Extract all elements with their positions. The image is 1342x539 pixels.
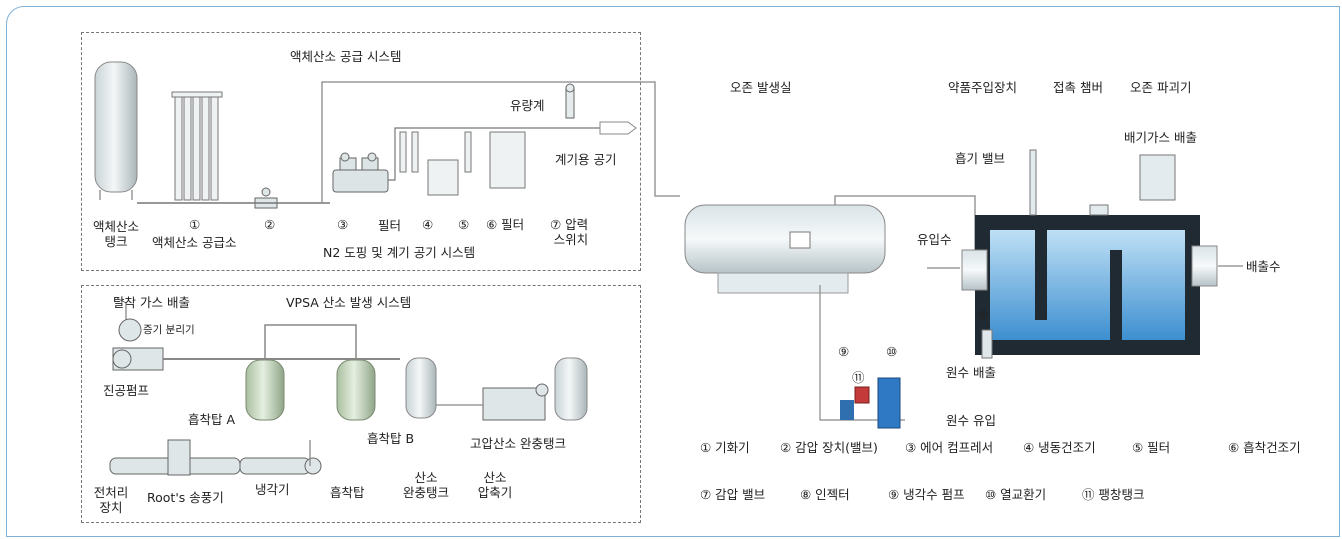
suction-valve-label: 흡기 밸브 [955,151,1005,166]
marker-5: ⑤ [458,217,470,232]
oxygen-buffer-tank [405,357,437,419]
adsorber-a [245,359,285,421]
cooler-label: 냉각기 [255,482,290,497]
marker-4: ④ [422,217,434,232]
vacuum-pump-label: 진공펌프 [103,383,150,398]
filter-label-2: ⑥ 필터 [486,217,525,232]
liquid-oxygen-system-box [81,32,641,271]
marker-11: ⑪ [852,370,865,385]
liquid-oxygen-tank-label: 액체산소 탱크 [86,219,146,249]
oxygen-compressor [482,383,549,421]
outflow-label: 배출수 [1246,259,1281,274]
liquid-oxygen-tank [94,61,138,200]
inlet-pipe [961,249,988,291]
desorb-exhaust-label: 탈착 가스 배출 [113,295,190,310]
adsorber-a-label: 흡착탑 A [188,412,236,427]
exhaust-gas-label: 배기가스 배출 [1124,130,1197,145]
main-oxygen-line [321,81,680,204]
inflow-label: 유입수 [917,232,952,247]
legend-item-8: ⑧ 인젝터 [800,487,850,502]
pressure-reducer-valve [254,187,278,209]
vaporizer [171,91,223,201]
filters-and-dryers [399,131,526,196]
instrument-air-label: 계기용 공기 [555,152,617,167]
legend-item-9: ⑨ 냉각수 펌프 [888,487,965,502]
adsorber-label: 흡착탑 [330,485,365,500]
pressure-switch-text: ⑦ 압력 스위치 [550,217,589,247]
roots-blower-label: Root's 송풍기 [147,490,224,505]
legend-item-4: ④ 냉동건조기 [1023,440,1096,455]
filter-label-1: 필터 [378,218,402,233]
pressure-switch-label: ⑦ 압력 스위치 [550,217,588,247]
high-pressure-buffer-tank [554,357,588,421]
liquid-oxygen-system-title: 액체산소 공급 시스템 [290,49,402,64]
oxygen-compressor-label: 산소 압축기 [470,470,520,500]
marker-9: ⑨ [838,344,850,359]
flow-meter-label: 유량계 [510,98,545,113]
legend-item-11: ⑪ 팽창탱크 [1082,487,1145,502]
ozone-destructor-label: 오존 파괴기 [1130,80,1192,95]
legend-item-2: ② 감압 장치(밸브) [780,440,878,455]
legend-item-5: ⑤ 필터 [1132,440,1171,455]
air-compressor [332,152,389,193]
oxygen-buffer-text: 산소 완충탱크 [402,470,449,500]
oxygen-compressor-text: 산소 압축기 [477,470,513,500]
outlet-pipe [1191,245,1218,287]
n2-system-label: N2 도핑 및 계기 공기 시스템 [323,245,476,260]
legend-item-10: ⑩ 열교환기 [985,487,1047,502]
expansion-tank [854,386,870,404]
roots-blower-assembly [109,439,322,476]
vacuum-pump-assembly [112,297,164,371]
marker-10: ⑩ [886,344,898,359]
marker-8: ⑧ [977,307,989,322]
liquid-tank-text: 액체산소 탱크 [92,219,139,249]
vpsa-system-title: VPSA 산소 발생 시스템 [286,295,412,310]
oxygen-buffer-label: 산소 완충탱크 [398,470,454,500]
legend: ① 기화기 ② 감압 장치(밸브) ③ 에어 컴프레서 ④ 냉동건조기 ⑤ 필터… [698,440,1338,520]
marker-2: ② [264,217,276,232]
steam-separator-label: 증기 분리기 [143,324,195,336]
hp-buffer-tank-label: 고압산소 완충탱크 [470,436,566,451]
outer-frame [6,6,1340,537]
flow-meter [565,83,575,119]
raw-water-in-label: 원수 유입 [946,413,996,428]
ozone-generator [684,204,886,294]
pretreatment-text: 전처리 장치 [93,485,129,515]
contact-chamber [975,215,1200,355]
cooling-water-lines [819,285,905,421]
adsorber-b-label: 흡착탑 B [367,431,415,446]
ozone-room-label: 오존 발생실 [730,80,792,95]
supply-station-label: 액체산소 공급소 [152,235,237,250]
pretreatment-label: 전처리 장치 [86,485,136,515]
adsorber-b [336,359,376,421]
cooling-pump [840,400,854,420]
legend-item-1: ① 기화기 [700,440,750,455]
instrument-air-arrow [599,121,637,135]
legend-item-6: ⑥ 흡착건조기 [1228,440,1301,455]
injector [981,329,993,359]
ozone-destructor-unit [1029,149,1176,216]
legend-item-7: ⑦ 감압 밸브 [700,487,766,502]
vpsa-system-box [81,285,641,523]
raw-water-out-label: 원수 배출 [946,365,996,380]
instrument-air-line [388,127,600,181]
contact-chamber-label: 접촉 챔버 [1053,80,1103,95]
marker-3: ③ [337,217,349,232]
chem-injector-label: 약품주입장치 [948,80,1018,95]
heat-exchanger [877,377,901,429]
marker-1: ① [189,217,201,232]
vpsa-manifold [264,324,357,360]
legend-item-3: ③ 에어 컴프레서 [905,440,994,455]
